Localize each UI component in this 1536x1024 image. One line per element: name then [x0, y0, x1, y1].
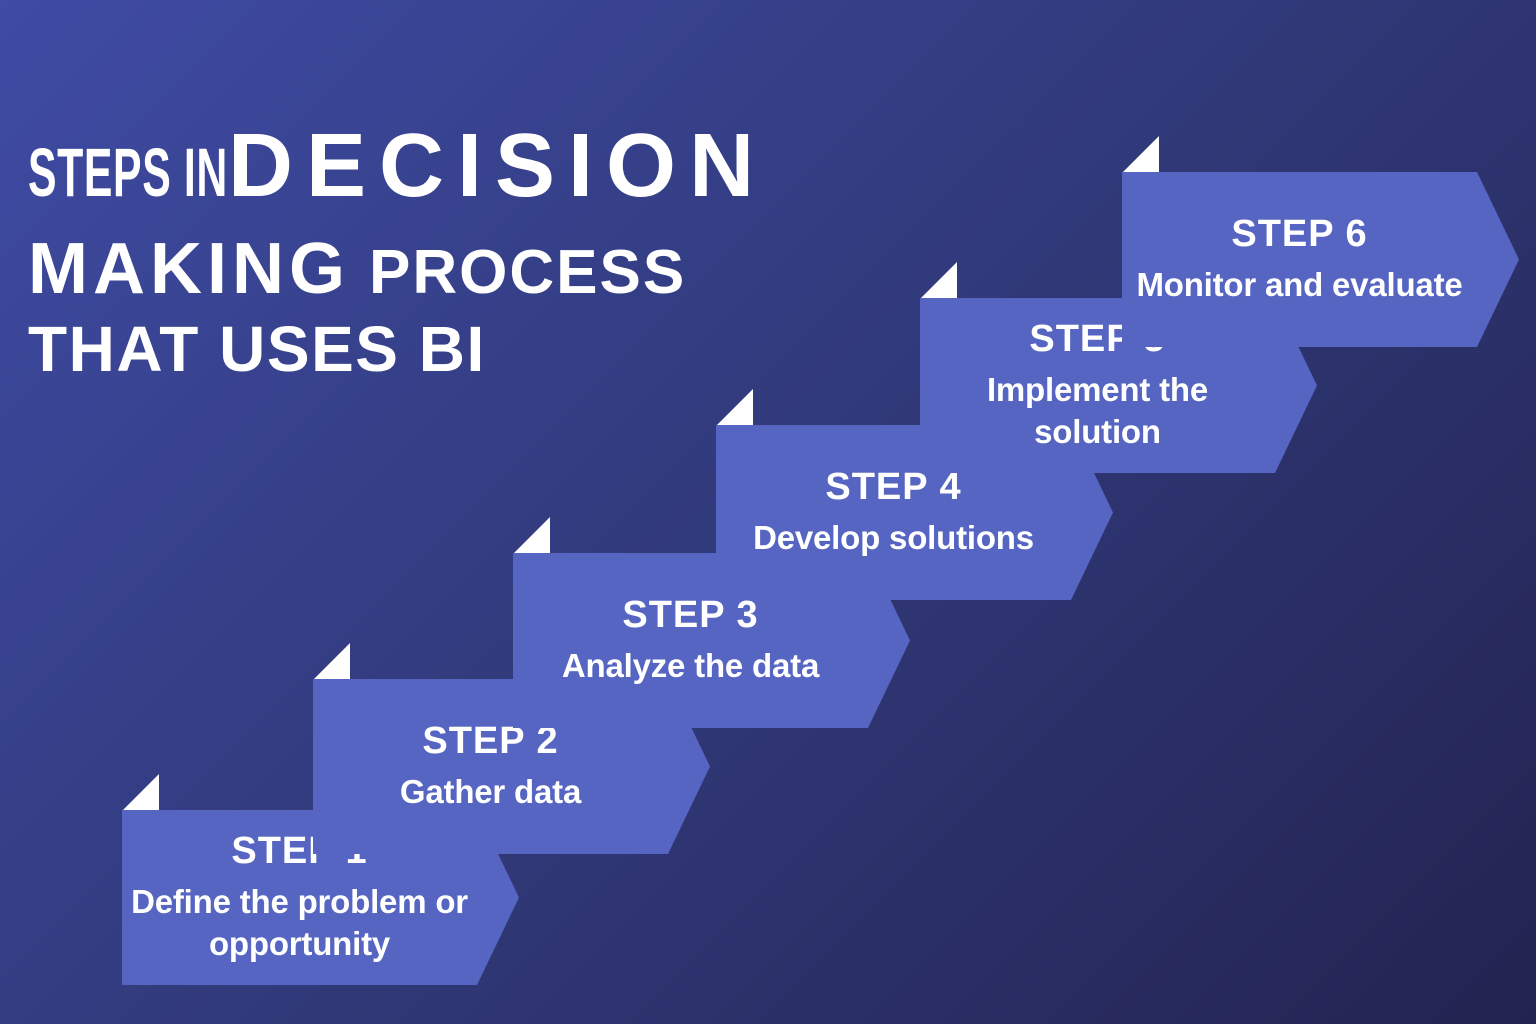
- step-3: STEP 3 Analyze the data: [513, 516, 910, 728]
- fold-corner-icon: [920, 262, 957, 299]
- title-line1-large-text: DECISION: [228, 116, 768, 216]
- step-6-arrow-banner: STEP 6 Monitor and evaluate: [1122, 172, 1519, 347]
- step-4-description: Develop solutions: [753, 519, 1034, 557]
- step-3-arrow-banner: STEP 3 Analyze the data: [513, 553, 910, 728]
- fold-corner-icon: [716, 389, 753, 426]
- title-line1-small-text: STEPS IN: [28, 134, 228, 211]
- step-6: STEP 6 Monitor and evaluate: [1122, 135, 1519, 347]
- title-line2-small-text: PROCESS: [368, 238, 687, 307]
- step-5-description: Implement the solution: [986, 371, 1209, 451]
- title-line-1: STEPS INDECISION: [28, 121, 767, 218]
- step-6-description: Monitor and evaluate: [1136, 266, 1463, 304]
- fold-corner-icon: [122, 774, 159, 811]
- fold-corner-icon: [1122, 136, 1159, 173]
- step-3-label: STEP 3: [622, 593, 759, 636]
- step-2: STEP 2 Gather data: [313, 642, 710, 854]
- step-2-arrow-banner: STEP 2 Gather data: [313, 679, 710, 854]
- step-3-description: Analyze the data: [561, 647, 820, 685]
- fold-corner-icon: [513, 517, 550, 554]
- title-line1-small-wrap: STEPS IN: [28, 121, 227, 218]
- title-line-3: THAT USES BI: [28, 313, 486, 385]
- step-4: STEP 4 Develop solutions: [716, 388, 1113, 600]
- step-2-description: Gather data: [399, 773, 582, 811]
- fold-corner-icon: [313, 643, 350, 680]
- step-1-description: Define the problem or opportunity: [131, 883, 468, 963]
- title-line2-large-text: MAKING: [28, 229, 350, 309]
- step-4-arrow-banner: STEP 4 Develop solutions: [716, 425, 1113, 600]
- step-6-label: STEP 6: [1231, 212, 1368, 255]
